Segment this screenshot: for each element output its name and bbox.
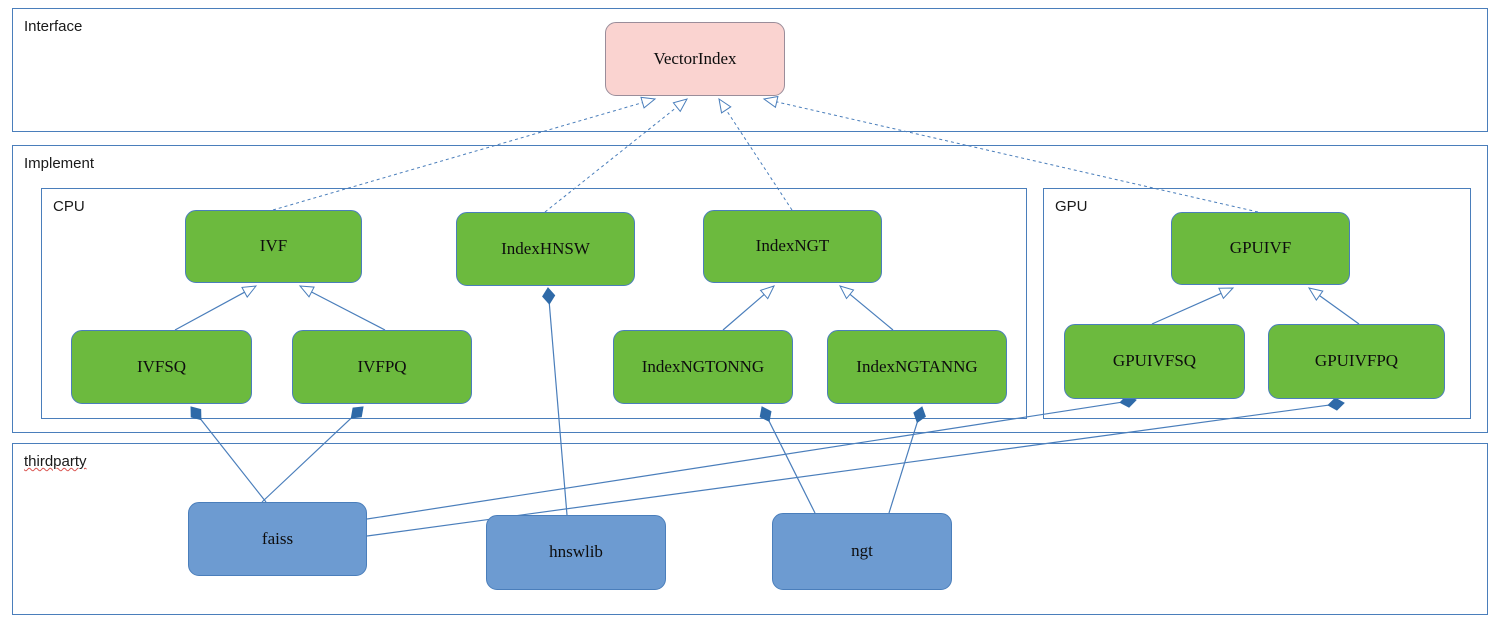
- node-label: IVFSQ: [136, 356, 187, 376]
- node-label: ngt: [851, 541, 873, 561]
- node-indexngt[interactable]: IndexNGT: [703, 210, 882, 283]
- node-indexngtanng[interactable]: IndexNGTANNG: [827, 330, 1007, 404]
- node-ivf[interactable]: IVF: [185, 210, 362, 283]
- node-label: GPUIVFSQ: [1112, 351, 1197, 371]
- node-indexhnsw[interactable]: IndexHNSW: [456, 212, 635, 286]
- group-label-gpu: GPU: [1055, 198, 1088, 215]
- node-label: IVFPQ: [357, 356, 407, 376]
- node-hnswlib[interactable]: hnswlib: [486, 515, 666, 590]
- node-gpuivf[interactable]: GPUIVF: [1171, 212, 1350, 285]
- node-gpuivfpq[interactable]: GPUIVFPQ: [1268, 324, 1445, 399]
- group-label-thirdparty: thirdparty: [24, 453, 87, 470]
- node-label: GPUIVFPQ: [1314, 351, 1399, 371]
- node-ngt[interactable]: ngt: [772, 513, 952, 590]
- node-ivfpq[interactable]: IVFPQ: [292, 330, 472, 404]
- node-faiss[interactable]: faiss: [188, 502, 367, 576]
- node-label: faiss: [261, 528, 294, 548]
- node-ivfsq[interactable]: IVFSQ: [71, 330, 252, 404]
- node-gpuivfsq[interactable]: GPUIVFSQ: [1064, 324, 1245, 399]
- node-label: IndexNGTONNG: [641, 356, 765, 376]
- group-label-implement: Implement: [24, 155, 95, 172]
- group-label-cpu: CPU: [53, 198, 85, 215]
- group-label-interface: Interface: [24, 18, 83, 35]
- node-label: GPUIVF: [1229, 238, 1292, 258]
- node-label: IndexHNSW: [501, 238, 590, 258]
- node-label: IndexNGT: [755, 236, 830, 256]
- node-label: IndexNGTANNG: [856, 356, 978, 376]
- node-label: VectorIndex: [653, 48, 737, 68]
- node-label: IVF: [259, 236, 288, 256]
- node-label: hnswlib: [549, 542, 603, 562]
- node-indexngtonng[interactable]: IndexNGTONNG: [613, 330, 793, 404]
- node-vectorindex[interactable]: VectorIndex: [605, 22, 785, 96]
